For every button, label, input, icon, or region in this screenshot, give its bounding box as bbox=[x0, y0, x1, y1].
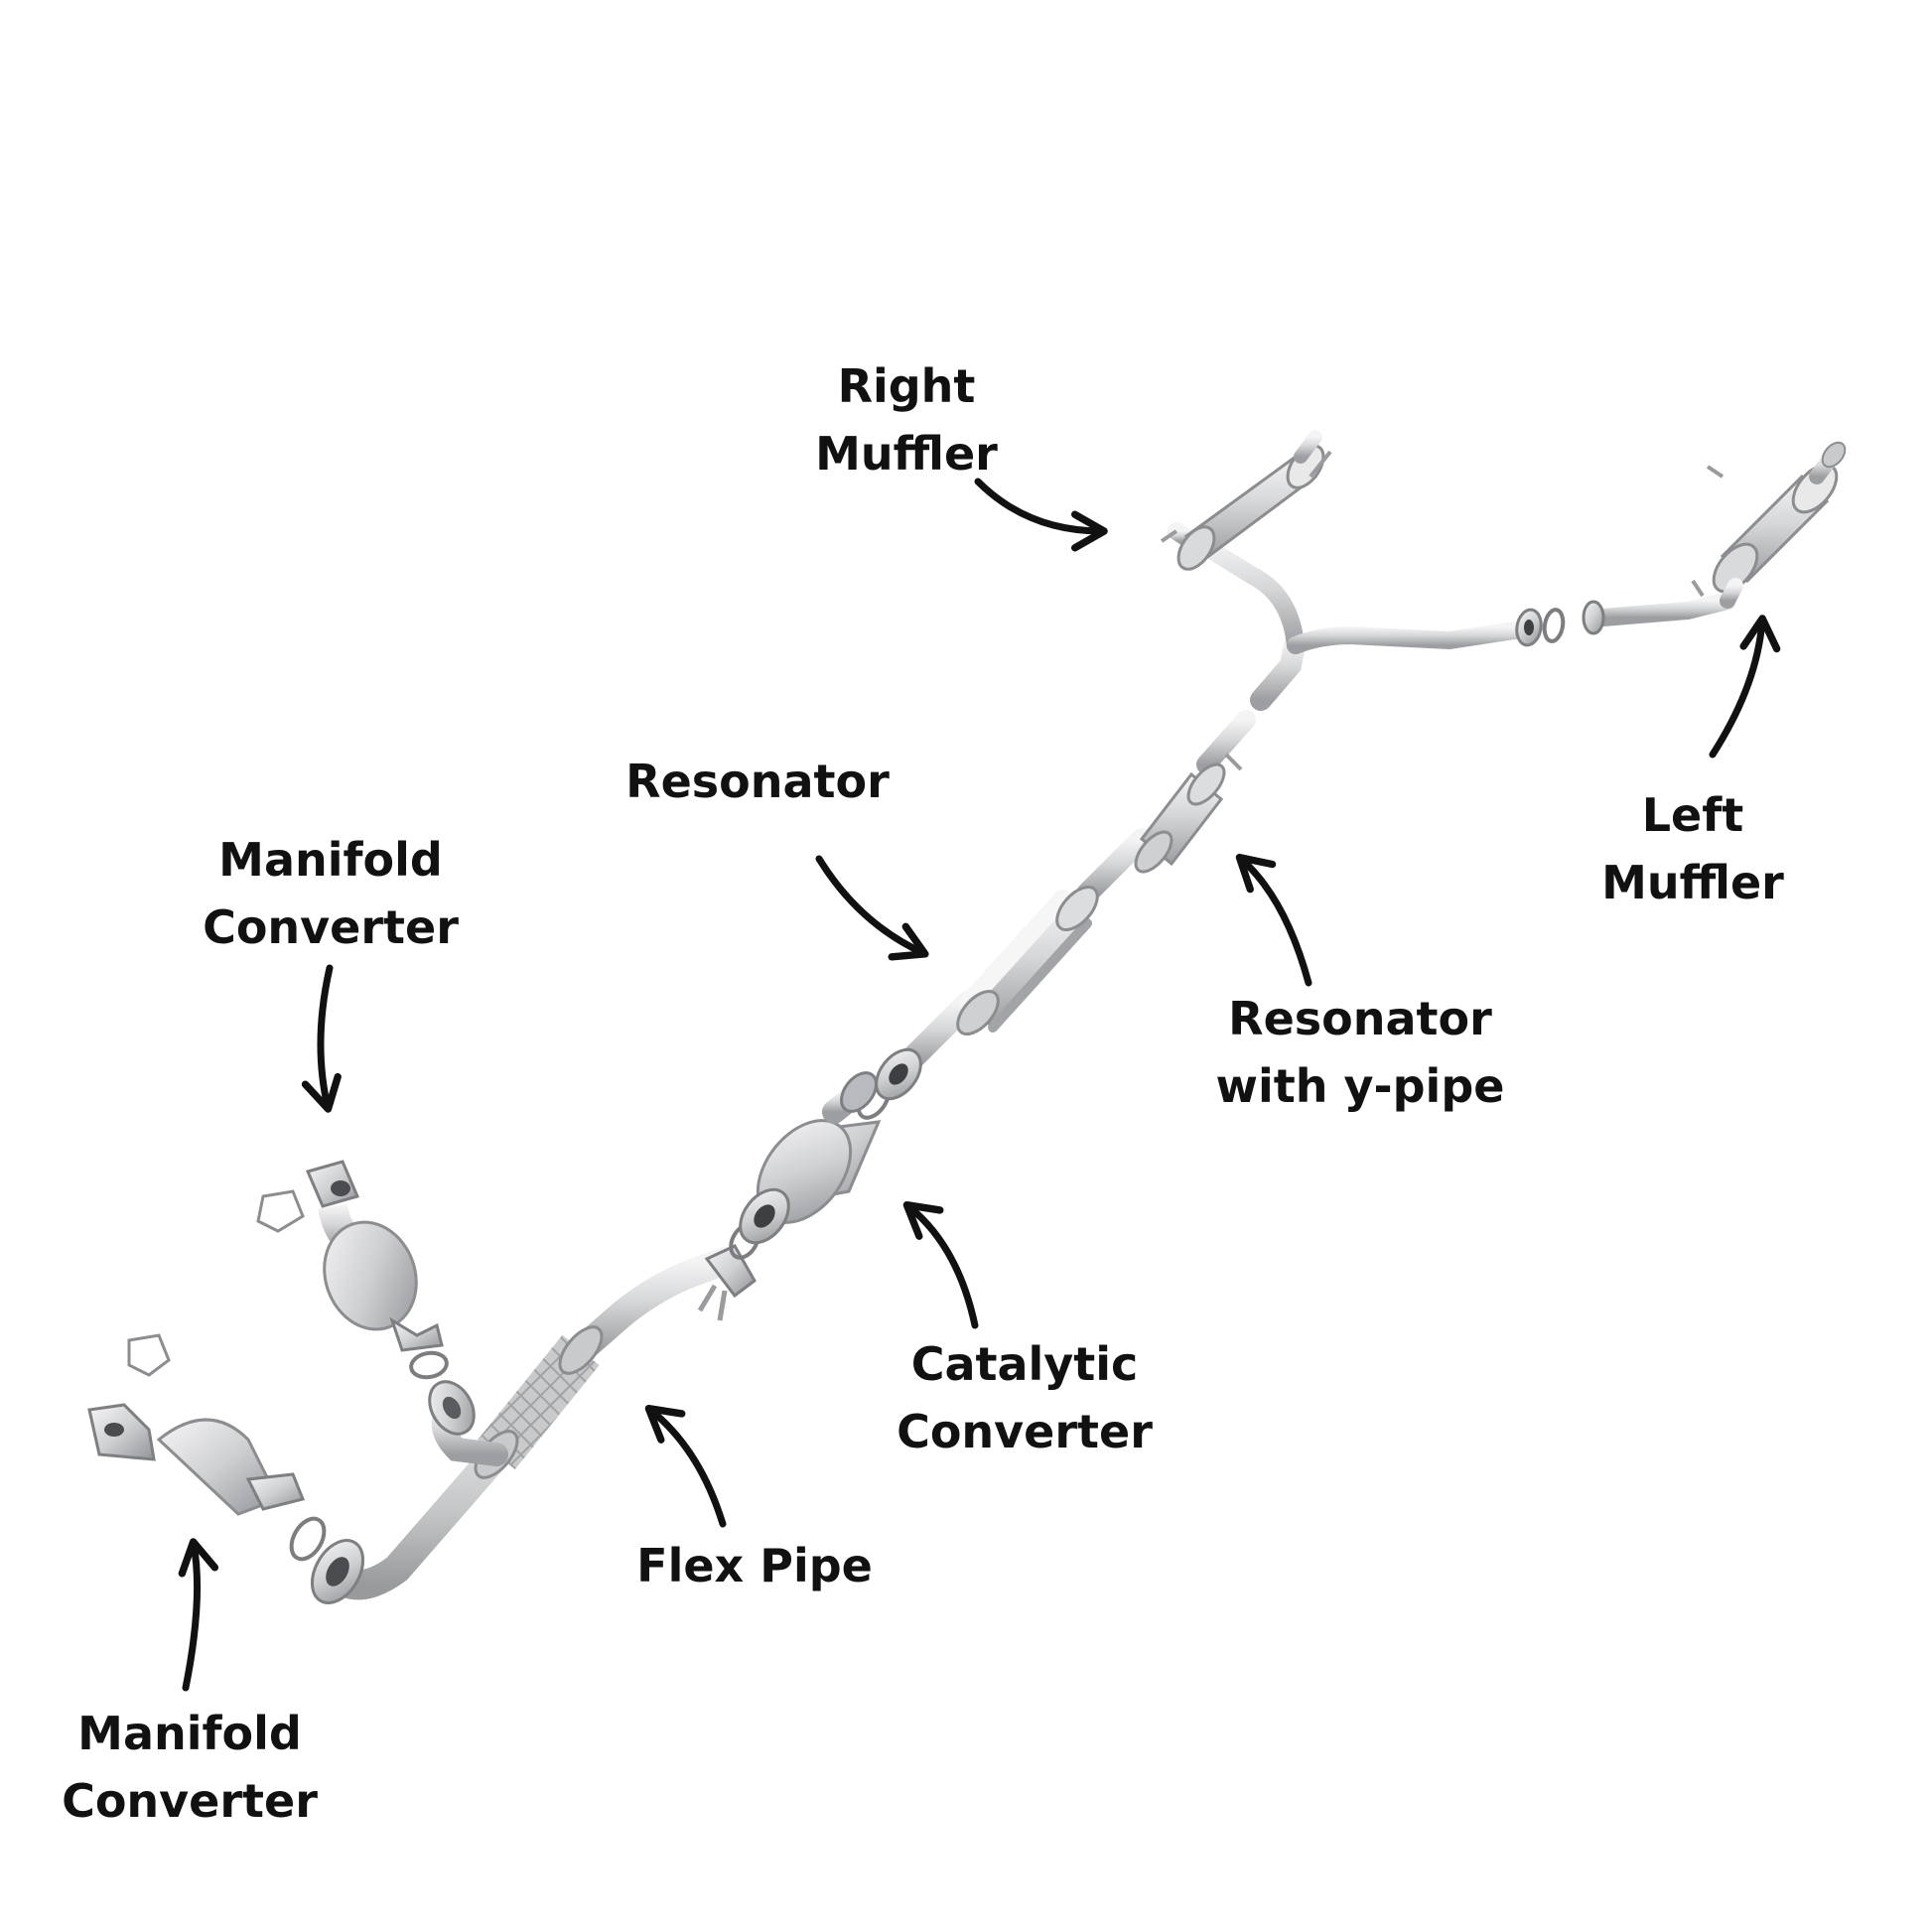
label-line: Converter bbox=[897, 1405, 1153, 1458]
callout-arrows bbox=[178, 478, 1781, 1692]
front-flange bbox=[310, 1539, 365, 1604]
label-manifold-converter-upper: Manifold Converter bbox=[203, 826, 459, 961]
upper-outlet-pipe bbox=[428, 1380, 508, 1466]
label-line: Manifold bbox=[218, 833, 443, 887]
lower-manifold-converter-arrow bbox=[178, 1538, 219, 1692]
catalytic-converter-arrow bbox=[902, 1201, 979, 1329]
flex-pipe-part bbox=[474, 1325, 604, 1479]
label-line: Converter bbox=[203, 900, 459, 954]
label-line: Catalytic bbox=[910, 1337, 1139, 1391]
label-resonator: Resonator bbox=[625, 748, 890, 815]
rear-flange bbox=[1515, 600, 1605, 647]
left-muffler-arrow bbox=[1709, 615, 1781, 759]
label-line: with y-pipe bbox=[1215, 1059, 1505, 1113]
resonator-part bbox=[956, 886, 1099, 1035]
catalytic-converter-part bbox=[739, 1071, 882, 1245]
cat-inlet-flange bbox=[697, 1244, 757, 1321]
resonator-y-pipe-arrow bbox=[1235, 853, 1312, 987]
label-line: Muffler bbox=[1601, 856, 1784, 909]
label-flex-pipe: Flex Pipe bbox=[636, 1532, 873, 1599]
label-left-muffler: Left Muffler bbox=[1601, 781, 1784, 916]
resonator-y-pipe-part bbox=[1134, 753, 1243, 874]
left-muffler-part bbox=[1691, 441, 1847, 609]
flex-pipe-arrow bbox=[644, 1405, 727, 1528]
resonator-arrow bbox=[815, 855, 929, 961]
upper-manifold-converter-part bbox=[256, 1160, 444, 1352]
label-manifold-converter-lower: Manifold Converter bbox=[62, 1700, 318, 1835]
lower-manifold-converter-part bbox=[87, 1333, 306, 1516]
label-line: Resonator bbox=[625, 755, 890, 808]
label-catalytic-converter: Catalytic Converter bbox=[897, 1330, 1153, 1465]
label-line: Resonator bbox=[1228, 992, 1492, 1045]
label-resonator-y-pipe: Resonator with y-pipe bbox=[1216, 985, 1505, 1120]
label-right-muffler: Right Muffler bbox=[815, 352, 998, 487]
upper-manifold-converter-arrow bbox=[301, 964, 342, 1113]
label-line: Converter bbox=[62, 1774, 318, 1828]
right-muffler-part bbox=[1160, 430, 1332, 571]
label-line: Flex Pipe bbox=[636, 1539, 873, 1592]
right-muffler-arrow bbox=[974, 478, 1108, 552]
label-line: Right bbox=[837, 359, 976, 413]
label-line: Manifold bbox=[77, 1707, 302, 1760]
label-line: Muffler bbox=[815, 427, 998, 481]
label-line: Left bbox=[1641, 788, 1744, 842]
resonator-flange bbox=[875, 1047, 922, 1101]
